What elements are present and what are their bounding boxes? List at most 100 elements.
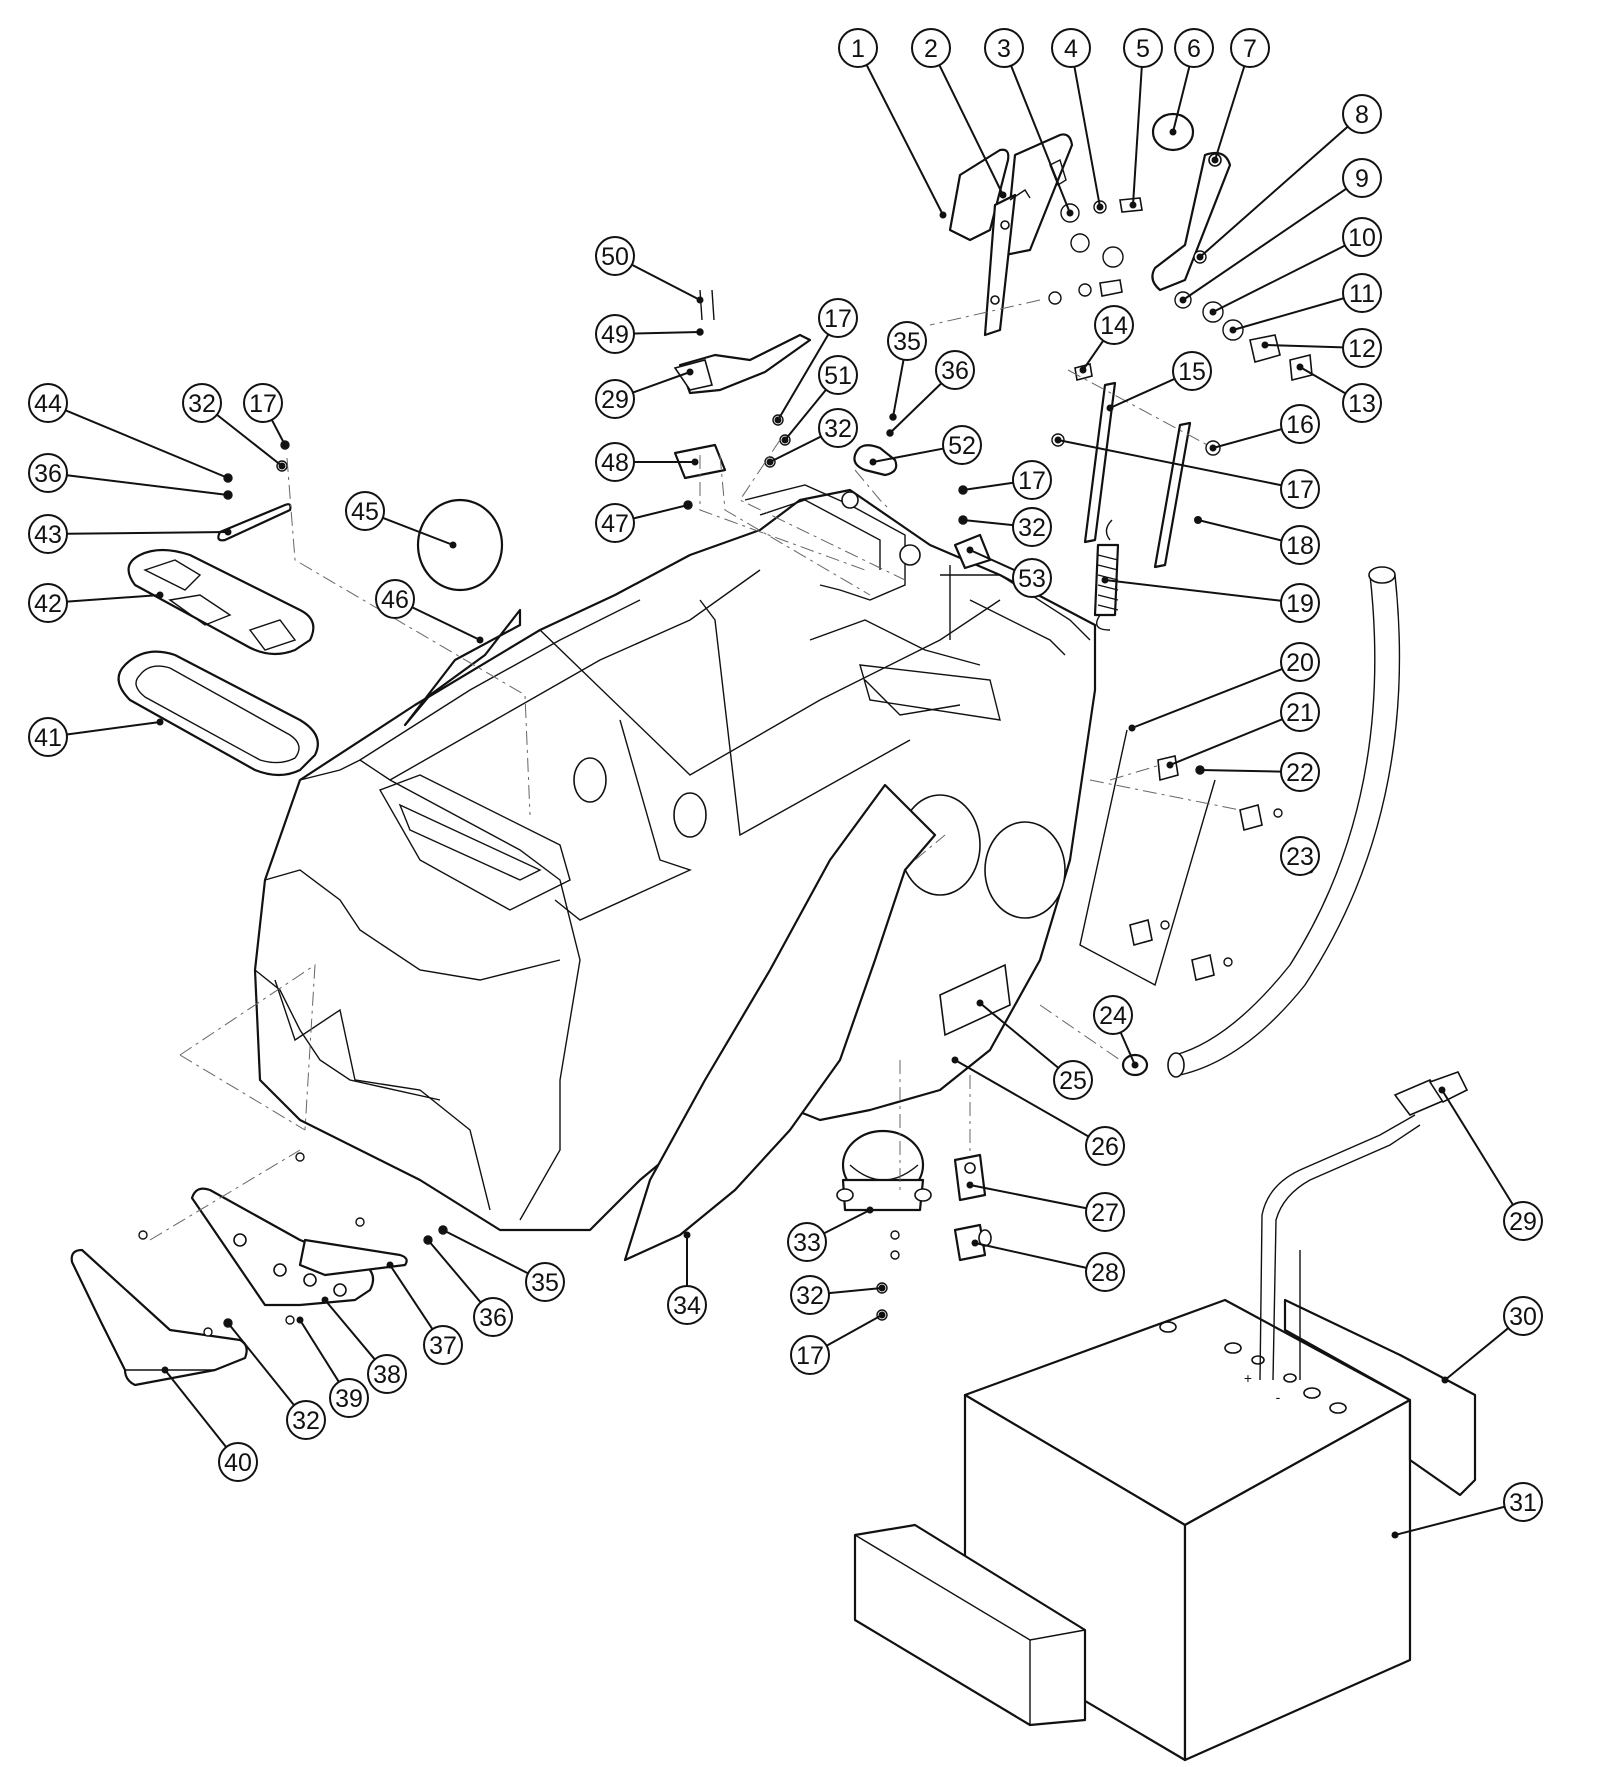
- leader-dot-11: [1229, 326, 1237, 334]
- callout-circle: [667, 1285, 707, 1325]
- callout-number: 6: [1187, 35, 1201, 63]
- callout-circle: [1280, 692, 1320, 732]
- callout-46: 46: [375, 579, 415, 619]
- callout-number: 31: [1509, 1489, 1537, 1517]
- callout-48: 48: [595, 442, 635, 482]
- callout-number: 29: [1509, 1208, 1537, 1236]
- callout-circle: [1012, 507, 1052, 547]
- callout-number: 2: [924, 35, 938, 63]
- leader-line-43: [66, 531, 229, 535]
- callout-number: 11: [1349, 280, 1375, 308]
- leader-dot-7: [1211, 156, 1219, 164]
- callout-circle: [595, 503, 635, 543]
- callout-number: 43: [34, 521, 62, 549]
- hw-33-a: [890, 1230, 900, 1240]
- callout-number: 40: [224, 1449, 252, 1477]
- callout-number: 28: [1091, 1259, 1119, 1287]
- callout-51: 51: [818, 355, 858, 395]
- callout-number: 24: [1099, 1002, 1127, 1030]
- battery-plus-mark: +: [1244, 1370, 1252, 1386]
- callout-16: 16: [1280, 404, 1320, 444]
- callout-circle: [887, 321, 927, 361]
- callout-6: 6: [1174, 28, 1214, 68]
- callout-number: 53: [1018, 565, 1046, 593]
- fitting-27: [953, 1153, 987, 1202]
- callout-circle: [595, 379, 635, 419]
- callout-circle: [28, 453, 68, 493]
- leader-line-36: [427, 1239, 482, 1304]
- hw-front-a: [138, 1230, 148, 1240]
- callout-circle: [942, 425, 982, 465]
- leader-dot-25: [976, 999, 984, 1007]
- leader-line-10: [1212, 244, 1346, 313]
- leader-dot-44: [224, 474, 232, 482]
- screw-22c: [1160, 920, 1170, 930]
- callout-32: 32: [1012, 507, 1052, 547]
- washer-b: [1102, 246, 1124, 268]
- leader-dot-46: [476, 636, 484, 644]
- assembly-lines: [149, 299, 1241, 1241]
- callout-circle: [1085, 1252, 1125, 1292]
- leader-line-49: [633, 331, 701, 335]
- leader-dot-38: [321, 1296, 329, 1304]
- leader-dot-17: [878, 1311, 886, 1319]
- leader-line-52: [872, 447, 944, 463]
- cable-29-battery: [1259, 1071, 1469, 1381]
- clip-21b: [1239, 803, 1263, 832]
- callout-number: 32: [796, 1282, 824, 1310]
- leader-line-24: [1119, 1031, 1136, 1066]
- leader-line-40: [164, 1369, 227, 1448]
- callout-number: 51: [824, 362, 852, 390]
- callout-number: 25: [1059, 1067, 1087, 1095]
- callout-42: 42: [28, 583, 68, 623]
- leader-line-22: [1199, 769, 1282, 773]
- callout-number: 32: [1018, 514, 1046, 542]
- callout-45: 45: [345, 491, 385, 531]
- callout-number: 35: [531, 1269, 559, 1297]
- callout-circle: [595, 236, 635, 276]
- battery-minus-mark: -: [1276, 1389, 1281, 1405]
- leader-line-30: [1444, 1327, 1509, 1381]
- leader-line-38: [324, 1299, 376, 1361]
- callout-17: 17: [818, 298, 858, 338]
- callout-number: 42: [34, 590, 62, 618]
- leader-line-42: [66, 594, 161, 603]
- callout-number: 5: [1136, 35, 1150, 63]
- callout-43: 43: [28, 514, 68, 554]
- leader-dot-3: [1066, 209, 1074, 217]
- screw-22d: [1223, 957, 1233, 967]
- leader-line-41: [66, 721, 161, 736]
- callout-circle: [243, 383, 283, 423]
- callout-circle: [1093, 995, 1133, 1035]
- callout-number: 9: [1355, 165, 1369, 193]
- callout-number: 26: [1091, 1133, 1119, 1161]
- hw-front-b: [203, 1327, 213, 1337]
- callout-number: 17: [796, 1342, 824, 1370]
- callout-circle: [345, 491, 385, 531]
- fitting-27-hole: [964, 1162, 976, 1174]
- leader-dot-29: [686, 368, 694, 376]
- callout-33: 33: [787, 1222, 827, 1262]
- parts-drawing: + -: [70, 112, 1477, 1762]
- callout-circle: [1342, 158, 1382, 198]
- callout-21: 21: [1280, 692, 1320, 732]
- leader-line-12: [1264, 344, 1344, 349]
- leader-line-35: [892, 359, 905, 418]
- leader-line-53: [969, 549, 1016, 572]
- callout-circle: [1094, 305, 1134, 345]
- lever-7: [1151, 151, 1232, 292]
- leader-dot-15: [1106, 404, 1114, 412]
- callout-number: 36: [941, 357, 969, 385]
- leader-line-19: [1104, 579, 1282, 602]
- callout-number: 19: [1286, 590, 1314, 618]
- callout-number: 20: [1286, 649, 1314, 677]
- callout-3: 3: [984, 28, 1024, 68]
- leader-line-28: [974, 1242, 1087, 1269]
- callout-10: 10: [1342, 217, 1382, 257]
- callout-circle: [1503, 1201, 1543, 1241]
- callout-number: 8: [1355, 101, 1369, 129]
- callout-18: 18: [1280, 525, 1320, 565]
- leader-dot-4: [1096, 203, 1104, 211]
- leader-line-9: [1182, 187, 1347, 301]
